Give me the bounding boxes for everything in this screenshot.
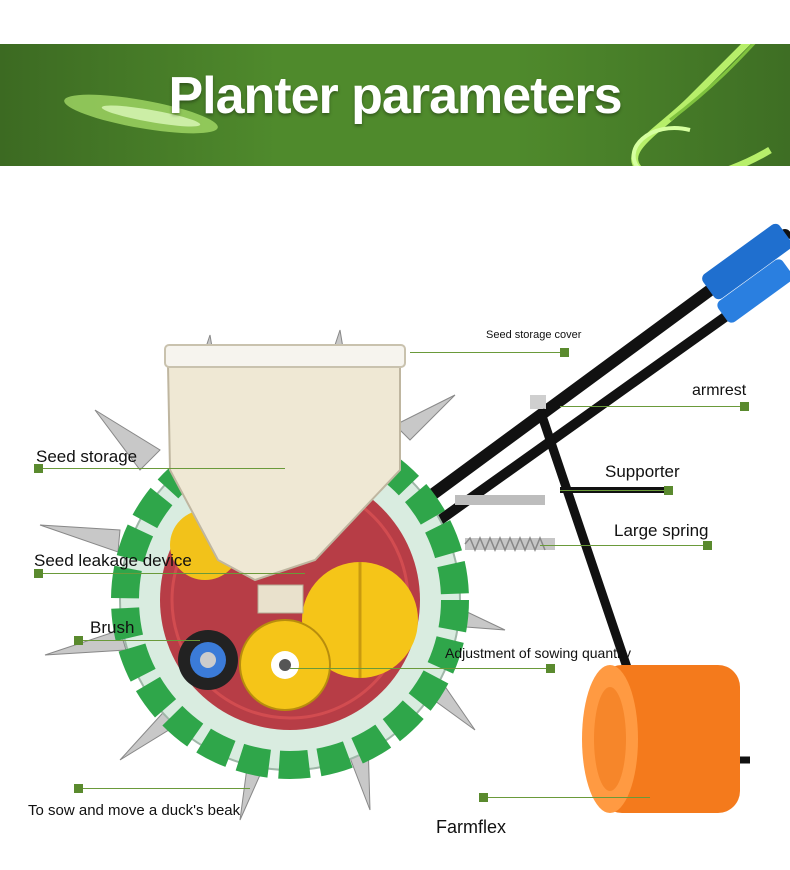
large-spring-marker (703, 541, 712, 550)
large-spring-leader (540, 545, 710, 546)
brush-leader (80, 640, 200, 641)
adjustment-leader (290, 668, 555, 669)
duck-beak-label: To sow and move a duck's beak (28, 802, 241, 819)
seed-storage-leader (40, 468, 285, 469)
seed-storage-cover-label: Seed storage cover (486, 329, 582, 341)
seed-hopper (164, 344, 406, 614)
large-spring-label: Large spring (614, 521, 709, 540)
brush-part (178, 630, 238, 690)
seed-leakage-device-marker (34, 569, 43, 578)
page-title: Planter parameters (168, 67, 622, 125)
seed-storage-cover-marker (560, 348, 569, 357)
farmflex-marker (479, 793, 488, 802)
armrest-marker (740, 402, 749, 411)
springs (455, 495, 555, 552)
seed-storage-marker (34, 464, 43, 473)
seed-storage-label: Seed storage (36, 447, 138, 466)
brush-label: Brush (90, 618, 135, 637)
farmflex-leader (485, 797, 650, 798)
armrest-label: armrest (692, 382, 747, 399)
seed-storage-cover-leader (410, 352, 565, 353)
header-banner: Planter parameters (0, 44, 790, 166)
seed-leakage-device-leader (40, 573, 305, 574)
seed-leakage-device-label: Seed leakage device (34, 551, 192, 570)
supporter-leader (560, 490, 670, 491)
leaf-icon (64, 94, 218, 134)
brush-marker (74, 636, 83, 645)
supporter-marker (664, 486, 673, 495)
duck-beak-marker (74, 784, 83, 793)
supporter-label: Supporter (605, 462, 680, 481)
duck-beak-leader (80, 788, 250, 789)
adjustment-label: Adjustment of sowing quantity (445, 645, 631, 661)
farmflex-label: Farmflex (436, 817, 507, 837)
farmflex-roller (582, 665, 740, 813)
adjustment-marker (546, 664, 555, 673)
armrest-leader (560, 406, 745, 407)
ribbon-icon (631, 44, 772, 166)
